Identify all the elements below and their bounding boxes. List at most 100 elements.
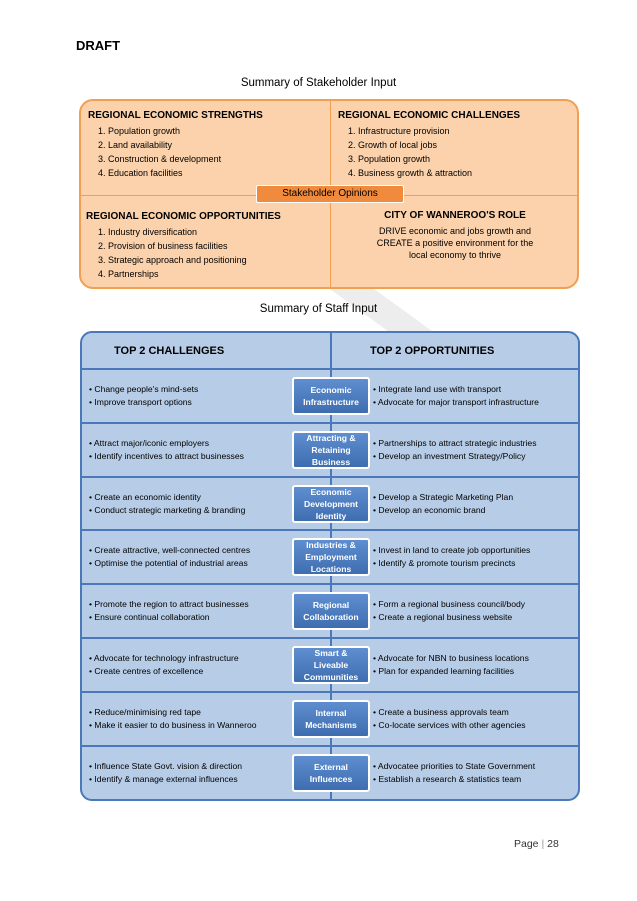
list-item: Ensure continual collaboration (89, 611, 249, 624)
list-item: Partnerships to attract strategic indust… (373, 437, 536, 450)
list-item: 4. Education facilities (98, 168, 183, 178)
list-item: 4. Business growth & attraction (348, 168, 473, 178)
stakeholder-section-title: Summary of Stakeholder Input (240, 77, 397, 89)
list-item: 1. Population growth (98, 126, 181, 136)
list-item: Form a regional business council/body (373, 598, 525, 611)
challenges-quadrant: REGIONAL ECONOMIC CHALLENGES 1. Infrastr… (338, 110, 520, 180)
list-item: 3. Strategic approach and positioning (98, 255, 247, 265)
opportunities-cell: Create a business approvals teamCo-locat… (373, 706, 526, 732)
challenges-cell: Reduce/minimising red tapeMake it easier… (89, 706, 257, 732)
strengths-title: REGIONAL ECONOMIC STRENGTHS (88, 110, 263, 121)
role-title: CITY OF WANNEROO'S ROLE (384, 210, 526, 221)
list-item: Develop an economic brand (373, 504, 513, 517)
list-item: Make it easier to do business in Wannero… (89, 719, 256, 732)
list-item: Develop an investment Strategy/Policy (373, 450, 537, 463)
challenges-cell: Attract major/iconic employersIdentify i… (89, 437, 244, 463)
opportunities-cell: Partnerships to attract strategic indust… (373, 437, 537, 463)
theme-label-line: External (314, 761, 348, 772)
staff-rows: Change people's mind-setsImprove transpo… (82, 370, 578, 799)
table-row: Reduce/minimising red tapeMake it easier… (82, 693, 578, 747)
table-row: Attract major/iconic employersIdentify i… (82, 424, 578, 478)
theme-label-line: Regional (312, 600, 350, 611)
list-item: Improve transport options (89, 396, 198, 409)
theme-label-line: Business (311, 456, 351, 467)
list-item: Advocatee priorities to State Government (373, 760, 535, 773)
list-item: Conduct strategic marketing & branding (89, 504, 245, 517)
theme-label-line: Influences (309, 773, 353, 784)
opportunities-header: TOP 2 OPPORTUNITIES (370, 345, 495, 357)
list-item: Co-locate services with other agencies (373, 719, 525, 732)
table-row: Change people's mind-setsImprove transpo… (82, 370, 578, 424)
theme-label-line: Economic (310, 486, 352, 497)
list-item: Optimise the potential of industrial are… (89, 557, 250, 570)
challenges-cell: Advocate for technology infrastructureCr… (89, 652, 239, 678)
list-item: Create attractive, well-connected centre… (89, 544, 250, 557)
list-item: 2. Growth of local jobs (348, 140, 438, 150)
list-item: Plan for expanded learning facilities (373, 665, 529, 678)
page-number-value: 28 (547, 838, 559, 850)
role-line: CREATE a positive environment for the (376, 238, 534, 248)
list-item: 1. Infrastructure provision (348, 126, 450, 136)
opportunities-cell: Advocatee priorities to State Government… (373, 760, 535, 786)
stakeholder-summary-box: REGIONAL ECONOMIC STRENGTHS 1. Populatio… (79, 99, 579, 289)
challenges-list: 1. Infrastructure provision 2. Growth of… (348, 124, 520, 180)
table-row: Advocate for technology infrastructureCr… (82, 639, 578, 693)
list-item: 4. Partnerships (98, 269, 159, 279)
list-item: Advocate for NBN to business locations (373, 652, 529, 665)
list-item: Reduce/minimising red tape (89, 706, 257, 719)
list-item: Create an economic identity (89, 491, 245, 504)
staff-summary-table: TOP 2 CHALLENGES TOP 2 OPPORTUNITIES Cha… (80, 331, 580, 801)
list-item: Develop a Strategic Marketing Plan (373, 491, 513, 504)
theme-label-line: Collaboration (303, 612, 359, 623)
list-item: Identify & promote tourism precincts (373, 557, 530, 570)
list-item: Influence State Govt. vision & direction (89, 760, 242, 773)
theme-label-line: Development (304, 498, 358, 509)
theme-label-line: Economic (310, 385, 352, 395)
list-item: Attract major/iconic employers (89, 437, 244, 450)
theme-label-line: Smart & (314, 648, 348, 658)
theme-label-line: Internal (315, 707, 347, 718)
strengths-quadrant: REGIONAL ECONOMIC STRENGTHS 1. Populatio… (88, 110, 263, 180)
staff-section-title: Summary of Staff Input (259, 303, 378, 315)
challenges-cell: Promote the region to attract businesses… (89, 598, 249, 624)
challenges-cell: Change people's mind-setsImprove transpo… (89, 383, 198, 409)
theme-label-line: Identity (315, 510, 347, 521)
list-item: Invest in land to create job opportuniti… (373, 544, 530, 557)
strengths-list: 1. Population growth 2. Land availabilit… (98, 124, 263, 180)
challenges-cell: Create an economic identityConduct strat… (89, 491, 245, 517)
list-item: 2. Provision of business facilities (98, 241, 228, 251)
challenges-cell: Influence State Govt. vision & direction… (89, 760, 242, 786)
list-item: Create centres of excellence (89, 665, 239, 678)
list-item: Promote the region to attract businesses (89, 598, 248, 611)
opportunities-cell: Advocate for NBN to business locationsPl… (373, 652, 529, 678)
list-item: Create a business approvals team (373, 706, 526, 719)
list-item: Integrate land use with transport (373, 383, 539, 396)
theme-label-line: Communities (303, 672, 359, 682)
challenges-header: TOP 2 CHALLENGES (114, 345, 225, 357)
opportunities-quadrant: REGIONAL ECONOMIC OPPORTUNITIES 1. Indus… (86, 211, 281, 281)
opportunities-cell: Integrate land use with transportAdvocat… (373, 383, 539, 409)
role-quadrant: CITY OF WANNEROO'S ROLE DRIVE economic a… (331, 210, 577, 261)
list-item: Identify incentives to attract businesse… (89, 450, 244, 463)
list-item: Identify & manage external influences (89, 773, 242, 786)
list-item: Advocate for technology infrastructure (89, 652, 239, 665)
challenges-title: REGIONAL ECONOMIC CHALLENGES (338, 110, 521, 121)
table-row: Promote the region to attract businesses… (82, 585, 578, 639)
role-description: DRIVE economic and jobs growth and CREAT… (331, 225, 577, 261)
theme-label-line: Attracting & (306, 432, 356, 443)
list-item: 3. Construction & development (98, 154, 222, 164)
theme-label-line: Mechanisms (305, 719, 357, 730)
list-item: Change people's mind-sets (89, 383, 198, 396)
theme-label-line: Retaining (311, 444, 351, 455)
page-number: Page | 28 (514, 838, 559, 850)
theme-label-line: Employment (305, 552, 357, 563)
page-label: Page (514, 838, 539, 850)
opportunities-list: 1. Industry diversification 2. Provision… (98, 225, 281, 281)
opportunities-cell: Develop a Strategic Marketing PlanDevelo… (373, 491, 513, 517)
opportunities-cell: Form a regional business council/bodyCre… (373, 598, 525, 624)
